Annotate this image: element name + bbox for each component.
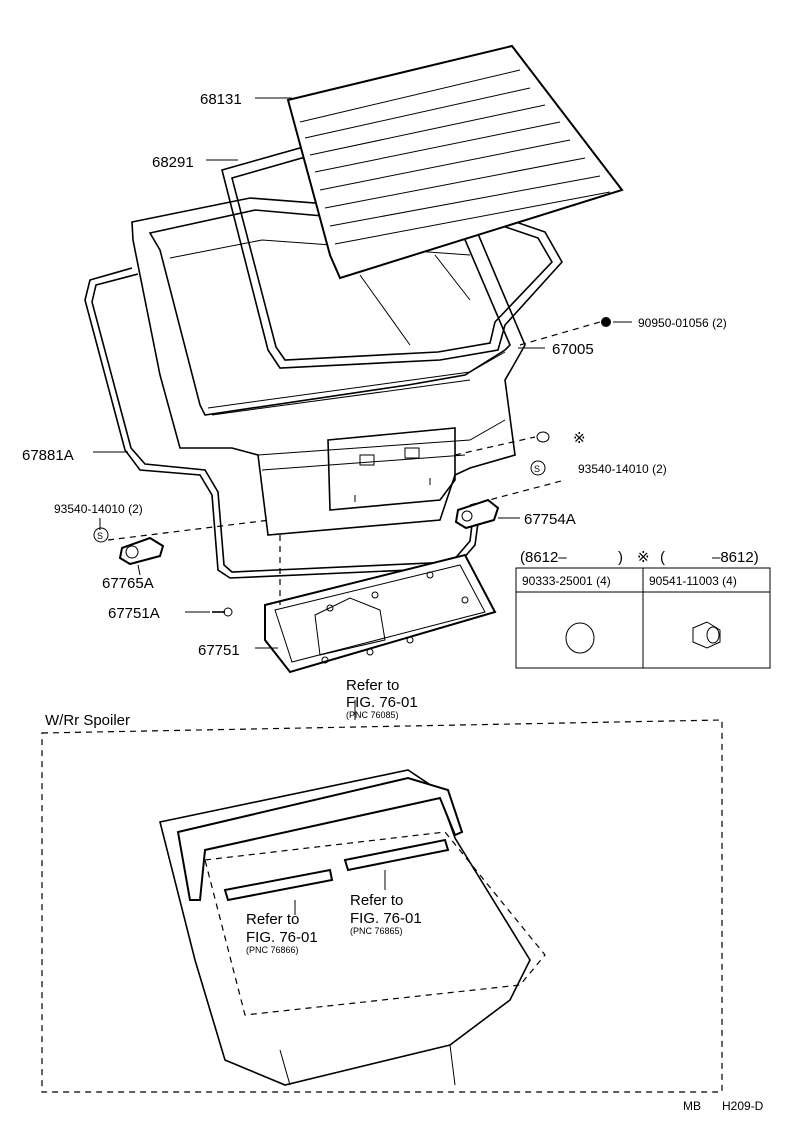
- ref-left-line2: FIG. 76-01: [246, 929, 318, 946]
- footer-code2: H209-D: [722, 1099, 764, 1113]
- garnish-67751: [264, 553, 497, 674]
- ref-top-line2: FIG. 76-01: [346, 694, 418, 711]
- spoiler-references: Refer to FIG. 76-01 (PNC 76866) Refer to…: [246, 892, 422, 955]
- spoiler-box: W/Rr Spoiler: [41, 712, 723, 1093]
- footer-code1: MB: [683, 1099, 701, 1113]
- s-symbol-icon-right: [530, 460, 546, 476]
- ref-right-line1: Refer to: [350, 892, 403, 909]
- cover-67754A: [454, 498, 500, 530]
- table-header-right2: –8612): [712, 549, 759, 566]
- label-67881A: 67881A: [22, 447, 74, 464]
- table-col1-part: 90333-25001 (4): [522, 574, 611, 588]
- table-header-paren: ): [618, 549, 623, 566]
- label-68131: 68131: [200, 91, 242, 108]
- spoiler-box-title: W/Rr Spoiler: [45, 712, 130, 729]
- label-67751A: 67751A: [108, 605, 160, 622]
- label-93540-right: 93540-14010 (2): [578, 462, 667, 476]
- s-symbol-icon-left: [93, 527, 109, 543]
- ref-right-line2: FIG. 76-01: [350, 910, 422, 927]
- plug-icon: [565, 622, 595, 654]
- label-67754A: 67754A: [524, 511, 576, 528]
- weatherstrip-67881A: [84, 267, 481, 579]
- label-68291: 68291: [152, 154, 194, 171]
- label-asterisk: ※: [573, 430, 586, 447]
- nut-90950: [601, 317, 611, 327]
- table-header-right: (: [660, 549, 665, 566]
- ref-left-line3: (PNC 76866): [246, 945, 299, 955]
- back-door-glass-68131: [286, 44, 624, 280]
- s-symbol-left: S: [97, 531, 103, 541]
- cover-67765A: [118, 536, 165, 566]
- label-67005: 67005: [552, 341, 594, 358]
- label-67751: 67751: [198, 642, 240, 659]
- grommet-icon: [692, 621, 721, 649]
- label-93540-left: 93540-14010 (2): [54, 502, 143, 516]
- table-header-left: (8612–: [520, 549, 567, 566]
- spoiler-drawing: [159, 769, 546, 1086]
- footer: MB H209-D: [683, 1099, 764, 1113]
- ref-top-line3: (PNC 76085): [346, 710, 399, 720]
- s-symbol-right: S: [534, 464, 540, 474]
- label-67765A: 67765A: [102, 575, 154, 592]
- label-90950-01056: 90950-01056 (2): [638, 316, 727, 330]
- top-reference: Refer to FIG. 76-01 (PNC 76085): [346, 677, 418, 720]
- ref-left-line1: Refer to: [246, 911, 299, 928]
- grommet-symbol: [536, 431, 550, 443]
- ref-right-line3: (PNC 76865): [350, 926, 403, 936]
- ref-top-line1: Refer to: [346, 677, 399, 694]
- leader-lines: [93, 97, 632, 720]
- callout-labels: 68131 68291 67005 67881A 90950-01056 (2)…: [22, 91, 727, 659]
- table-col2-part: 90541-11003 (4): [649, 574, 737, 588]
- variant-table: (8612– ) ※ ( –8612) 90333-25001 (4) 9054…: [515, 549, 771, 669]
- clip-67751A: [212, 607, 233, 617]
- table-header-mark: ※: [637, 549, 650, 566]
